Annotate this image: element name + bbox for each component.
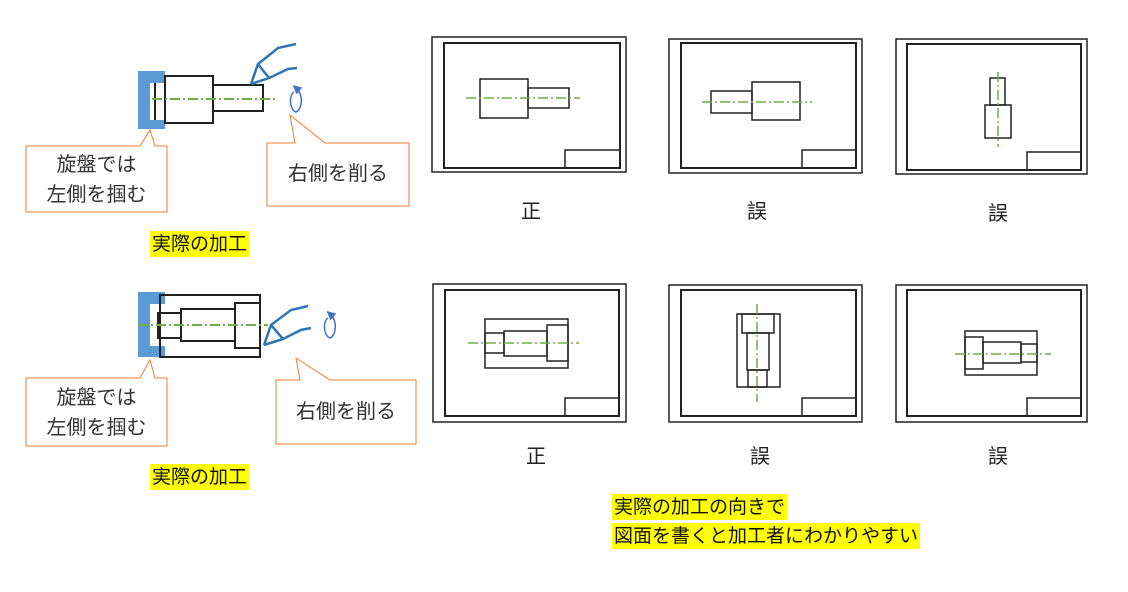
callout-line: 左側を掴む bbox=[46, 415, 147, 439]
drawing-frame-top-3 bbox=[895, 38, 1088, 175]
chuck-jaw bbox=[138, 292, 165, 357]
note-line-2: 図面を書くと加工者にわかりやすい bbox=[612, 523, 921, 549]
callout-right-box bbox=[266, 113, 410, 207]
judgement-correct: 正 bbox=[521, 199, 541, 223]
callout-line: 旋盤では bbox=[56, 385, 137, 409]
drawing-frame-top-1 bbox=[431, 36, 627, 173]
lathe-setup-bottom bbox=[25, 292, 417, 447]
caption-actual-machining-top: 実際の加工 bbox=[150, 231, 250, 257]
callout-right-box bbox=[275, 356, 417, 445]
lathe-setup-top bbox=[25, 42, 410, 213]
drawing-frame-top-2 bbox=[668, 38, 863, 174]
judgement-wrong: 誤 bbox=[988, 201, 1008, 225]
caption-actual-machining-bottom: 実際の加工 bbox=[150, 464, 250, 490]
drawing-frame-bottom-3 bbox=[895, 284, 1088, 423]
cutting-tool-icon bbox=[249, 42, 298, 86]
chuck-jaw bbox=[138, 71, 165, 129]
callout-left-box bbox=[25, 358, 168, 447]
callout-cut-right-top: 右側を削る bbox=[288, 161, 388, 185]
callout-grip-left-bottom: 旋盤では 左側を掴む bbox=[26, 382, 167, 442]
rotation-arrow-icon bbox=[323, 311, 337, 339]
drawing-frame-bottom-2 bbox=[668, 284, 863, 423]
judgement-wrong: 誤 bbox=[988, 444, 1008, 468]
judgement-correct: 正 bbox=[526, 444, 546, 468]
cutting-tool-icon bbox=[262, 304, 312, 347]
callout-line: 旋盤では bbox=[56, 152, 137, 176]
callout-left-box bbox=[25, 128, 168, 213]
judgement-wrong: 誤 bbox=[750, 444, 770, 468]
note-line-1: 実際の加工の向きで bbox=[612, 494, 788, 520]
callout-cut-right-bottom: 右側を削る bbox=[296, 399, 396, 423]
drawing-frame-bottom-1 bbox=[432, 283, 627, 423]
callout-grip-left-top: 旋盤では 左側を掴む bbox=[26, 149, 167, 209]
callout-line: 左側を掴む bbox=[46, 182, 147, 206]
rotation-arrow-icon bbox=[289, 85, 303, 113]
judgement-wrong: 誤 bbox=[747, 199, 767, 223]
